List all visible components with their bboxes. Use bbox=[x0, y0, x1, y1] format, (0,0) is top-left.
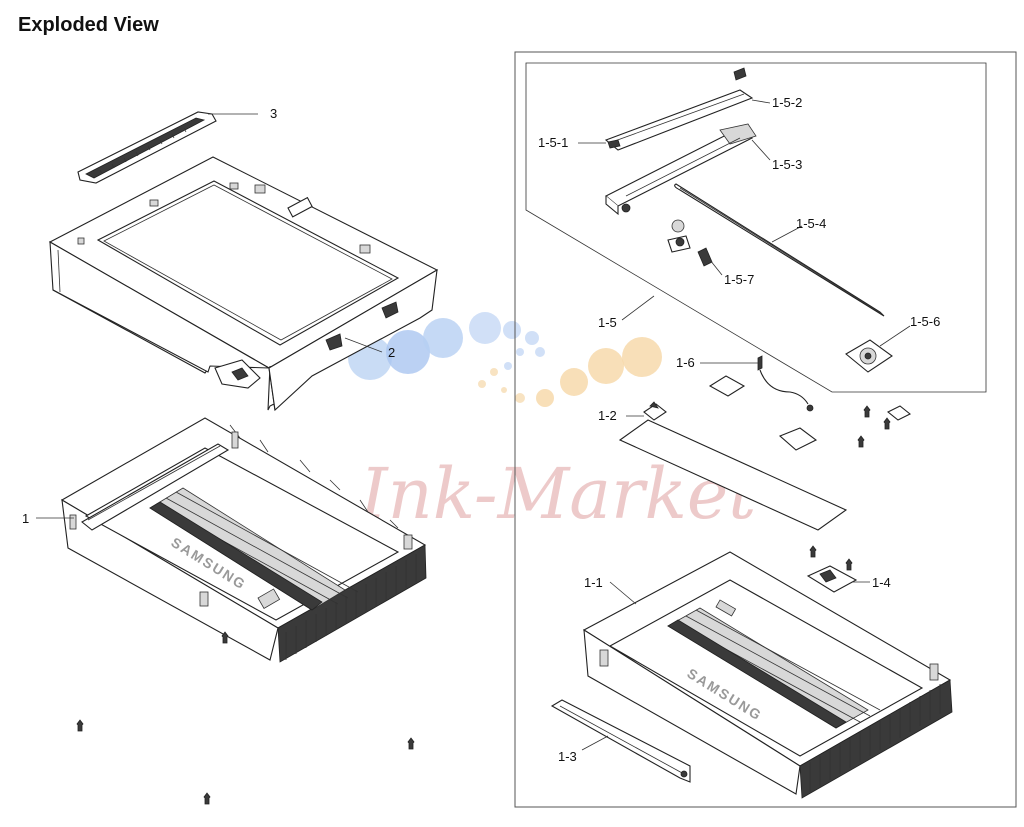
label-part-3: 3 bbox=[270, 106, 277, 121]
leader-1-5-4 bbox=[771, 225, 803, 243]
label-part-1-6: 1-6 bbox=[676, 355, 695, 370]
label-part-1-5-7: 1-5-7 bbox=[724, 272, 754, 287]
part-1-5-7 bbox=[667, 219, 723, 276]
watermark: Ink-Market bbox=[348, 312, 757, 535]
pad-top bbox=[708, 375, 746, 397]
screw-icon bbox=[76, 631, 415, 805]
part-1-5-1 bbox=[578, 139, 621, 149]
leader-1-5-3 bbox=[751, 139, 771, 161]
part-1-5-6 bbox=[845, 325, 911, 373]
leader-1-3 bbox=[581, 735, 609, 751]
screw-icon bbox=[809, 405, 891, 571]
leader-1-1 bbox=[609, 581, 637, 605]
pad-right bbox=[886, 405, 912, 421]
label-part-1-3: 1-3 bbox=[558, 749, 577, 764]
page-title: Exploded View bbox=[18, 14, 159, 36]
leader-1-5 bbox=[621, 295, 655, 321]
label-part-1-1: 1-1 bbox=[584, 575, 603, 590]
label-part-1-4: 1-4 bbox=[872, 575, 891, 590]
label-part-2: 2 bbox=[388, 345, 395, 360]
label-part-1: 1 bbox=[22, 511, 29, 526]
leader-1-5-6 bbox=[879, 325, 911, 347]
part-1-5-4 bbox=[674, 183, 885, 317]
part-2-frame bbox=[48, 156, 439, 412]
part-1-2 bbox=[626, 401, 667, 421]
label-part-1-5-2: 1-5-2 bbox=[772, 95, 802, 110]
part-1-1-base: SAMSUNG bbox=[582, 551, 953, 799]
scan-glass-sheet bbox=[618, 419, 848, 531]
label-part-1-5-4: 1-5-4 bbox=[796, 216, 826, 231]
leader-1-5-2 bbox=[751, 99, 771, 104]
part-1-3 bbox=[550, 699, 691, 783]
part-1-base: SAMSUNG bbox=[36, 417, 427, 663]
pad-center bbox=[778, 427, 818, 451]
part-1-4 bbox=[806, 565, 870, 593]
label-part-1-2: 1-2 bbox=[598, 408, 617, 423]
right-panel-frame bbox=[514, 51, 1017, 808]
label-part-1-5: 1-5 bbox=[598, 315, 617, 330]
part-1-5-3 bbox=[605, 123, 771, 216]
label-part-1-5-6: 1-5-6 bbox=[910, 314, 940, 329]
leader-1-5-7 bbox=[709, 259, 723, 276]
part-1-6 bbox=[700, 355, 814, 412]
label-part-1-5-1: 1-5-1 bbox=[538, 135, 568, 150]
part-3-strip bbox=[77, 111, 258, 184]
callout-box-1-5 bbox=[525, 62, 987, 393]
leader-2 bbox=[344, 337, 383, 353]
label-part-1-5-3: 1-5-3 bbox=[772, 157, 802, 172]
